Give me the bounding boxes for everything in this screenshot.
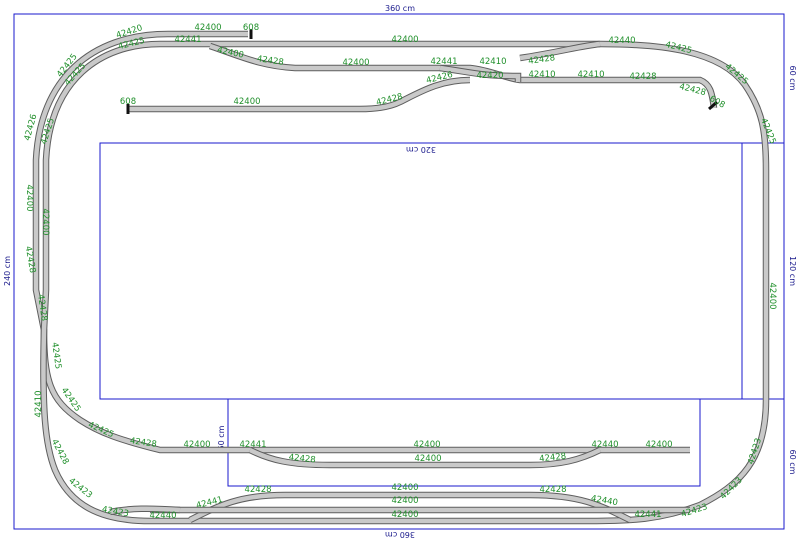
main-loop-track (40, 40, 770, 525)
top-yard-tracks (128, 40, 718, 113)
label-left-sw2: 42428 (35, 294, 49, 322)
label-rl3: 42423 (680, 502, 709, 520)
dimension-inner-width: 320 cm (406, 145, 436, 154)
label-s6: 42428 (539, 452, 567, 465)
label-b9: 42423 (101, 505, 129, 520)
label-right-low-curve: 42423 (746, 437, 764, 466)
baseboard-outline (13, 13, 785, 530)
dimension-right-upper: 60 cm (788, 66, 797, 91)
lower-siding-tracks (248, 447, 602, 469)
label-s7: 42440 (591, 440, 618, 450)
label-top-stub-end: 608 (243, 23, 259, 33)
label-left-low: 42410 (34, 390, 44, 417)
bottom-yard-tracks (109, 491, 690, 523)
label-b1: 42400 (391, 483, 418, 493)
label-t15: 42428 (629, 72, 656, 82)
track-labels: 42400 608 42441 42400 42428 42400 42400 … (23, 23, 778, 521)
label-b3: 42400 (391, 510, 418, 520)
inner-board-outline (99, 142, 743, 400)
label-ll2: 42425 (86, 420, 115, 440)
label-left-low2: 42425 (49, 342, 63, 370)
label-t8: 42428 (528, 53, 556, 67)
label-t5: 42400 (342, 58, 369, 68)
label-left-inner: 42400 (40, 208, 50, 235)
label-b10: 42440 (149, 511, 176, 521)
label-t14: 42410 (577, 70, 604, 80)
label-t12: 42420 (476, 71, 503, 81)
label-t2: 42400 (216, 45, 245, 60)
label-s4: 42428 (288, 453, 316, 466)
label-right-straight: 42400 (767, 282, 777, 309)
label-s8: 42400 (645, 440, 672, 450)
label-b2: 42400 (391, 496, 418, 506)
label-b8: 42441 (634, 510, 661, 520)
label-s5: 42400 (414, 454, 441, 464)
label-t10: 42425 (664, 40, 693, 56)
dimension-left: 240 cm (3, 256, 12, 286)
dimension-right-middle: 120 cm (788, 256, 797, 286)
label-siding: 42400 (233, 97, 260, 107)
label-left-sw: 42428 (23, 245, 38, 273)
label-t4: 42400 (391, 35, 418, 45)
label-left-outer: 42400 (24, 184, 34, 211)
dimension-bottom: 360 cm (385, 530, 415, 539)
label-t6: 42441 (430, 57, 457, 67)
label-t1: 42441 (174, 35, 201, 45)
label-ll3: 42428 (129, 436, 157, 450)
lower-board-outline (227, 398, 701, 487)
label-b7: 42440 (590, 494, 618, 509)
label-s3: 42400 (413, 440, 440, 450)
label-right-top-curve: 42425 (723, 62, 750, 87)
label-b5: 42428 (244, 485, 271, 495)
label-t7: 42410 (479, 57, 506, 67)
dimension-top: 360 cm (385, 4, 415, 13)
label-t13: 42410 (528, 70, 555, 80)
dimension-inner-offset: 60 cm (217, 425, 226, 450)
label-t3: 42428 (256, 54, 284, 68)
dimension-right-lower: 60 cm (788, 450, 797, 475)
label-s2: 42441 (239, 440, 266, 450)
buffer-stop-right (708, 100, 718, 111)
label-t9: 42440 (608, 36, 635, 46)
label-s1: 42400 (183, 440, 210, 450)
label-top-stub: 42400 (194, 23, 221, 33)
label-b6: 42428 (539, 485, 566, 495)
label-siding-end: 608 (120, 97, 136, 107)
